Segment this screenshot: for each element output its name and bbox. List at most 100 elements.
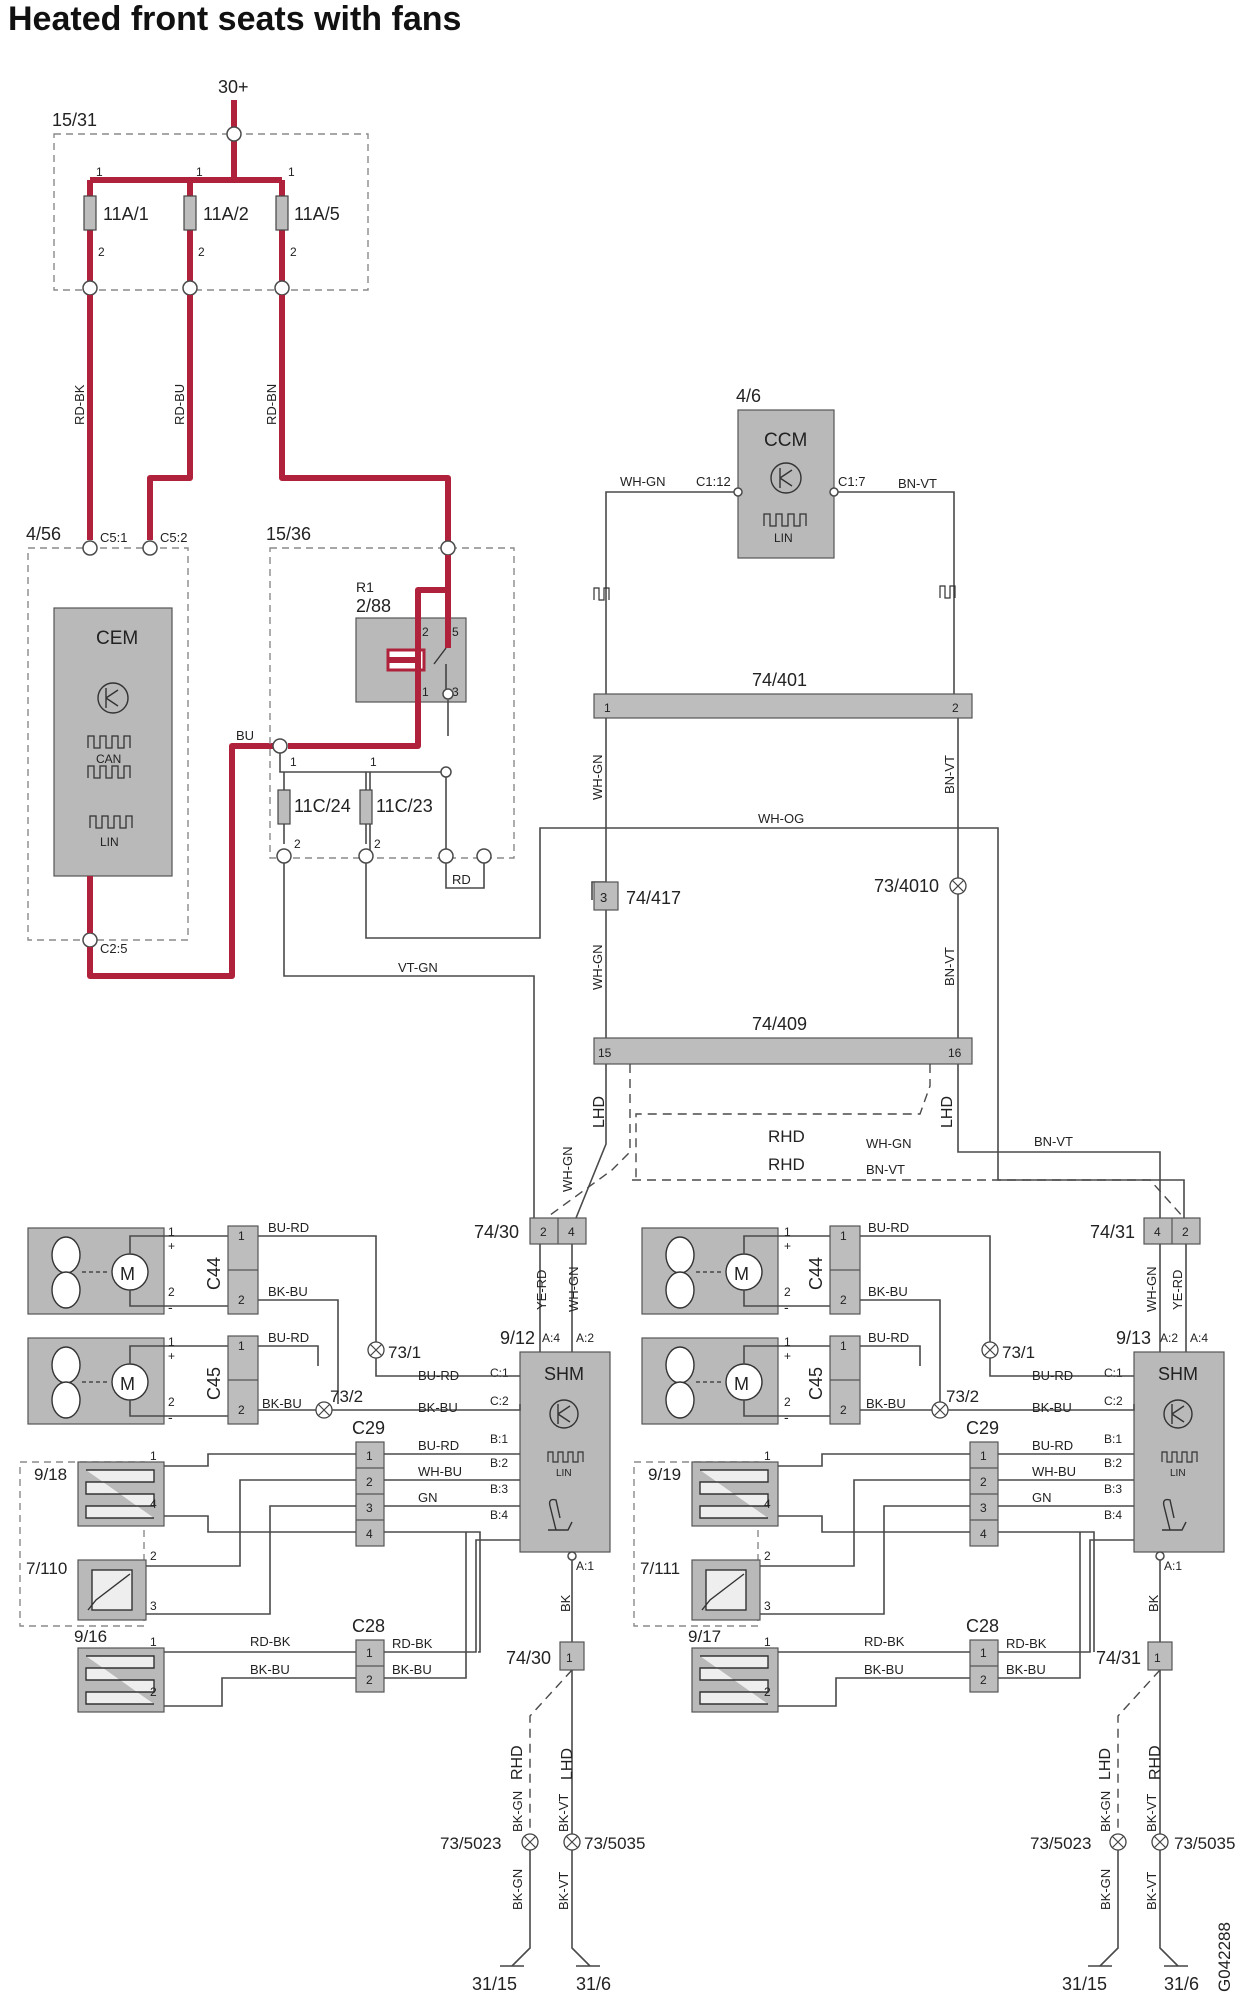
splice-label: 73/5023 xyxy=(440,1834,501,1853)
lin-signal-icon xyxy=(593,587,610,601)
thermistor-icon xyxy=(91,1569,133,1611)
wire-bk-bu: BK-BU xyxy=(864,1662,904,1677)
shm-left xyxy=(519,1351,611,1553)
wire-bk-vt: BK-VT xyxy=(556,1872,571,1910)
fuse-11a-5-label: 11A/5 xyxy=(294,204,340,224)
relay-box-15-36: 15/36 R1 2/88 2 5 1 3 BU 11C/24 11C/23 1… xyxy=(236,524,515,889)
ccm-module: 4/6 CCM LIN C1:12 C1:7 xyxy=(696,386,865,559)
heater-icon xyxy=(699,1469,769,1519)
pin-label: 3 xyxy=(452,685,459,699)
pin-label: 1 xyxy=(288,165,295,179)
pin-label: 2 xyxy=(952,701,959,715)
ccm-label: CCM xyxy=(764,430,807,451)
connector-label: C45 xyxy=(204,1367,224,1400)
wire-bu: BU xyxy=(236,728,254,743)
pin-label: 4 xyxy=(366,1527,373,1541)
pin-label: 1 xyxy=(980,1449,987,1463)
cem-label: CEM xyxy=(96,628,138,649)
pin-label: 1 xyxy=(196,165,203,179)
figure-id: G042288 xyxy=(1215,1922,1234,1992)
pin-label: 3 xyxy=(150,1599,157,1613)
pin-label: 1 xyxy=(784,1225,791,1239)
lin-signal-icon xyxy=(1161,1451,1198,1463)
pin-label: 1 xyxy=(150,1449,157,1463)
shm-label: SHM xyxy=(544,1364,584,1384)
pin-label: 1 xyxy=(764,1635,771,1649)
wire-bk-bu: BK-BU xyxy=(262,1396,302,1411)
pin-label: A:1 xyxy=(576,1559,594,1573)
wire-wh-gn: WH-GN xyxy=(620,474,666,489)
relay-ref: 2/88 xyxy=(356,596,391,616)
pin-label: 2 xyxy=(540,1225,547,1239)
wire-bk-bu: BK-BU xyxy=(392,1662,432,1677)
pin-label: - xyxy=(784,1409,789,1425)
wire-bn-vt: BN-VT xyxy=(942,755,957,794)
pin-label: B:1 xyxy=(490,1432,508,1446)
processor-icon xyxy=(97,682,129,714)
pin-label: 1 xyxy=(764,1449,771,1463)
heater-ref: 9/18 xyxy=(34,1465,67,1484)
heater-icon xyxy=(699,1655,769,1705)
wire-bk-gn: BK-GN xyxy=(1098,1791,1113,1832)
heater-ref: 9/19 xyxy=(648,1465,681,1484)
pin-label: 16 xyxy=(948,1046,962,1060)
pin-label: C2:5 xyxy=(100,941,127,956)
pin-label: 1 xyxy=(604,701,611,715)
wire-bk-bu: BK-BU xyxy=(866,1396,906,1411)
pin-label: 4 xyxy=(980,1527,987,1541)
lhd-label: LHD xyxy=(939,1096,956,1128)
pin-label: 2 xyxy=(422,625,429,639)
pin-label: 2 xyxy=(238,1403,245,1417)
wire-rd-bk: RD-BK xyxy=(1006,1636,1047,1651)
pin-label: 1 xyxy=(370,755,377,769)
pin-label: A:4 xyxy=(1190,1331,1208,1345)
heater-ref: 9/16 xyxy=(74,1627,107,1646)
pin-label: 1 xyxy=(422,685,429,699)
shm-ref: 9/13 xyxy=(1116,1328,1151,1348)
pin-label: 2 xyxy=(1182,1225,1189,1239)
splice-label: 73/4010 xyxy=(874,876,939,896)
pin-label: 1 xyxy=(96,165,103,179)
wire-bk-bu: BK-BU xyxy=(1032,1400,1072,1415)
wire-bu-rd: BU-RD xyxy=(1032,1368,1073,1383)
pin-label: 1 xyxy=(168,1225,175,1239)
pin-label: 1 xyxy=(840,1229,847,1243)
pin-label: A:2 xyxy=(1160,1331,1178,1345)
connector-74-409: 74/409 15 16 xyxy=(593,1014,973,1065)
pin-label: 2 xyxy=(198,245,205,259)
wire-gn: GN xyxy=(1032,1490,1052,1505)
pin-label: B:1 xyxy=(1104,1432,1122,1446)
shm-label: SHM xyxy=(1158,1364,1198,1384)
rhd-label: RHD xyxy=(509,1745,526,1780)
ground-label: 31/6 xyxy=(1164,1974,1199,1994)
fan-icon xyxy=(665,1346,695,1384)
pin-label: 2 xyxy=(840,1293,847,1307)
connector-74-401: 74/401 1 2 xyxy=(593,670,973,719)
splice-label: 73/2 xyxy=(946,1387,979,1406)
wire-bu-rd: BU-RD xyxy=(268,1220,309,1235)
fan-icon xyxy=(665,1236,695,1274)
svg-text:M: M xyxy=(734,1374,749,1394)
pin-label: 1 xyxy=(366,1449,373,1463)
sensor-ref: 7/110 xyxy=(26,1559,67,1578)
heater-icon xyxy=(85,1469,155,1519)
sensor-ref: 7/111 xyxy=(640,1559,680,1578)
lhd-label: LHD xyxy=(1097,1748,1114,1780)
wire-bk-gn: BK-GN xyxy=(510,1791,525,1832)
processor-icon xyxy=(549,1399,579,1429)
cem-module: 4/56 C5:1 C5:2 CEM CAN LIN C2:5 xyxy=(26,524,189,956)
wire-bu-rd: BU-RD xyxy=(868,1330,909,1345)
pin-label: 2 xyxy=(784,1395,791,1409)
pin-label: 2 xyxy=(764,1685,771,1699)
pin-label: 4 xyxy=(150,1497,157,1511)
pin-label: C:1 xyxy=(490,1366,509,1380)
pin-label: 4 xyxy=(568,1225,575,1239)
wire-wh-og: WH-OG xyxy=(758,811,804,826)
pin-label: 2 xyxy=(168,1395,175,1409)
wire-bn-vt: BN-VT xyxy=(898,476,937,491)
wire-rd-bk: RD-BK xyxy=(864,1634,905,1649)
pin-label: B:2 xyxy=(490,1456,508,1470)
pin-label: 2 xyxy=(366,1673,373,1687)
wire-bn-vt: BN-VT xyxy=(942,947,957,986)
